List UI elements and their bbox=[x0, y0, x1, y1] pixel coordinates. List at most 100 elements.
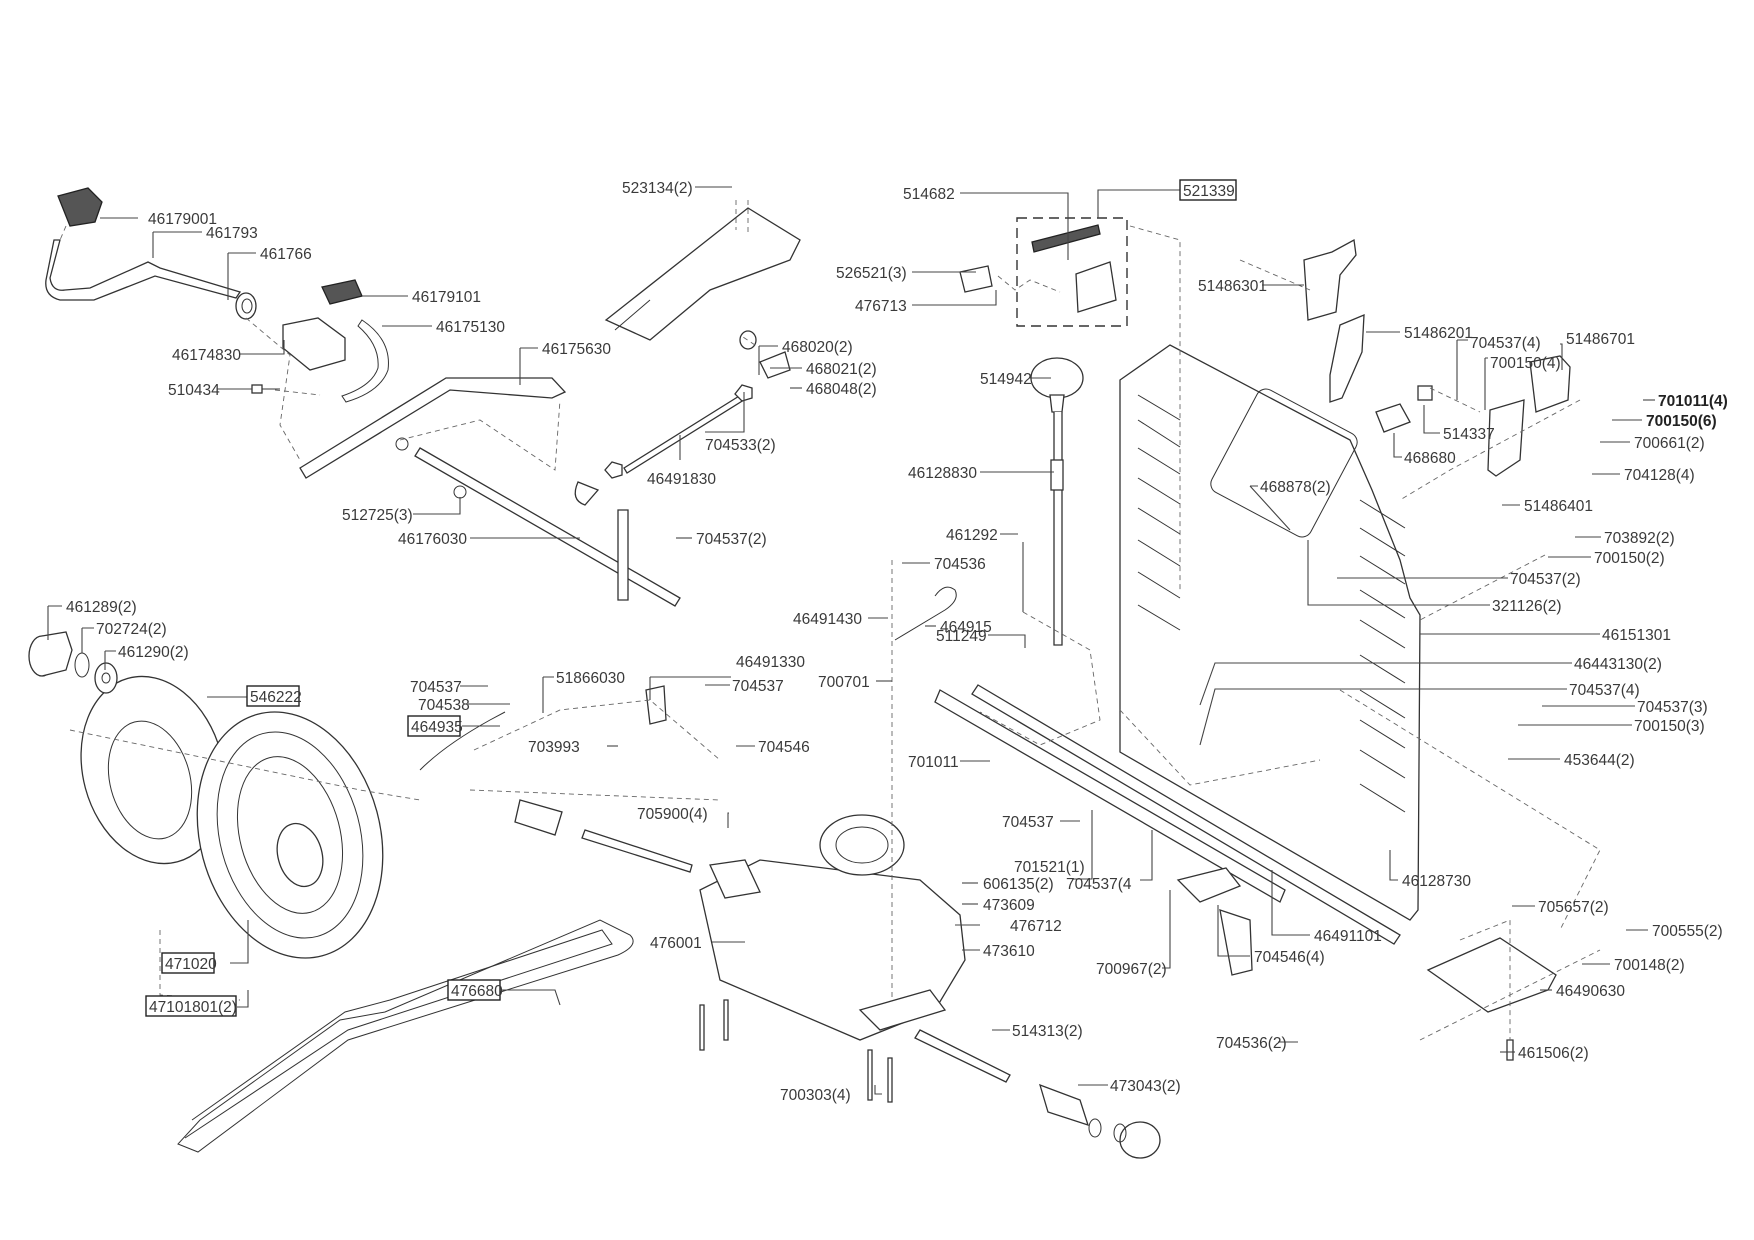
callout-700555: 700555(2) bbox=[1652, 923, 1723, 940]
clip-702724 bbox=[74, 652, 90, 678]
callout-464915: 464915 bbox=[940, 619, 992, 636]
footrest-plate bbox=[604, 207, 801, 341]
wheel-471020 bbox=[196, 711, 384, 959]
callout-468048: 468048(2) bbox=[806, 381, 877, 398]
pedal-pad-46179101 bbox=[321, 279, 363, 305]
callout-704537-b: 704537 bbox=[732, 678, 784, 695]
callout-703892: 703892(2) bbox=[1604, 530, 1675, 547]
callout-46490630: 46490630 bbox=[1556, 983, 1625, 1000]
pedal-arm-46175130 bbox=[341, 319, 389, 403]
callout-46128830: 46128830 bbox=[908, 465, 977, 482]
bolt-510434 bbox=[251, 384, 280, 394]
callout-46175130: 46175130 bbox=[436, 319, 505, 336]
callout-700148: 700148(2) bbox=[1614, 957, 1685, 974]
callout-46176030: 46176030 bbox=[398, 531, 467, 548]
callout-700150-6: 700150(6) bbox=[1646, 413, 1717, 430]
callout-labels: 46179001 461793 461766 46179101 46175130… bbox=[66, 179, 1728, 1104]
callout-471020: 471020 bbox=[161, 952, 217, 974]
callout-704536-2: 704536(2) bbox=[1216, 1035, 1287, 1052]
cable-464935 bbox=[419, 711, 506, 771]
lever-handle-461793 bbox=[45, 239, 242, 301]
svg-text:471020: 471020 bbox=[165, 956, 217, 973]
bearing-461289 bbox=[28, 631, 73, 677]
plate-46490630 bbox=[1426, 937, 1557, 1013]
callout-700150-4: 700150(4) bbox=[1490, 355, 1561, 372]
callout-46174830: 46174830 bbox=[172, 347, 241, 364]
callout-47101801: 47101801(2) bbox=[145, 995, 237, 1017]
callout-468878: 468878(2) bbox=[1260, 479, 1331, 496]
callout-leaders bbox=[47, 186, 1655, 1095]
crossmember-46128730 bbox=[934, 684, 1401, 976]
callout-701011-4: 701011(4) bbox=[1658, 393, 1728, 410]
callout-701011: 701011 bbox=[908, 754, 959, 771]
assembly-lines bbox=[59, 200, 1601, 1041]
callout-523134: 523134(2) bbox=[622, 180, 693, 197]
bracket-51486201 bbox=[1329, 314, 1365, 403]
callout-468021: 468021(2) bbox=[806, 361, 877, 378]
knob-46179001 bbox=[57, 187, 103, 227]
callout-461793: 461793 bbox=[206, 225, 258, 242]
callout-700661: 700661(2) bbox=[1634, 435, 1705, 452]
belt-476680 bbox=[177, 919, 634, 1153]
callout-514942: 514942 bbox=[980, 371, 1032, 388]
callout-510434: 510434 bbox=[168, 382, 220, 399]
callout-46443130: 46443130(2) bbox=[1574, 656, 1662, 673]
callout-461289: 461289(2) bbox=[66, 599, 137, 616]
callout-46179101: 46179101 bbox=[412, 289, 481, 306]
shaft-46176030 bbox=[395, 437, 681, 607]
callout-51486201: 51486201 bbox=[1404, 325, 1473, 342]
callout-468020: 468020(2) bbox=[782, 339, 853, 356]
callout-521339: 521339 bbox=[1179, 179, 1237, 201]
callout-704538: 704538 bbox=[418, 697, 470, 714]
callout-51486401: 51486401 bbox=[1524, 498, 1593, 515]
bracket-51486401 bbox=[1487, 399, 1525, 477]
callout-461290: 461290(2) bbox=[118, 644, 189, 661]
assembly-box-521339 bbox=[959, 217, 1128, 327]
callout-473609: 473609 bbox=[983, 897, 1035, 914]
callout-704546-4: 704546(4) bbox=[1254, 949, 1325, 966]
bolts-700303 bbox=[699, 999, 893, 1103]
callout-46175630: 46175630 bbox=[542, 341, 611, 358]
callout-46151301: 46151301 bbox=[1602, 627, 1671, 644]
callout-546222: 546222 bbox=[246, 685, 302, 707]
callout-468680: 468680 bbox=[1404, 450, 1456, 467]
callout-46491330: 46491330 bbox=[736, 654, 805, 671]
svg-text:464935: 464935 bbox=[411, 719, 463, 736]
callout-704537-4a: 704537(4) bbox=[1470, 335, 1541, 352]
callout-704536: 704536 bbox=[934, 556, 986, 573]
callout-514337: 514337 bbox=[1443, 426, 1495, 443]
callout-700150-3: 700150(3) bbox=[1634, 718, 1705, 735]
callout-702724: 702724(2) bbox=[96, 621, 167, 638]
washer-461290 bbox=[94, 662, 118, 694]
callout-461292: 461292 bbox=[946, 527, 998, 544]
callout-46491430: 46491430 bbox=[793, 611, 862, 628]
callout-476713: 476713 bbox=[855, 298, 907, 315]
callout-476001: 476001 bbox=[650, 935, 702, 952]
bracket-51486301 bbox=[1303, 238, 1357, 321]
callout-514313: 514313(2) bbox=[1012, 1023, 1083, 1040]
link-464915 bbox=[894, 586, 957, 641]
svg-text:476680: 476680 bbox=[451, 983, 503, 1000]
rear-panel-46151301 bbox=[1119, 344, 1421, 921]
callout-705900: 705900(4) bbox=[637, 806, 708, 823]
callout-704537-4c: 704537(4 bbox=[1066, 876, 1132, 893]
callout-511249: 511249 bbox=[936, 628, 987, 645]
bracket-46174830 bbox=[282, 317, 346, 371]
callout-704537-c: 704537 bbox=[1002, 814, 1054, 831]
callout-46128730: 46128730 bbox=[1402, 873, 1471, 890]
axle-hub-left bbox=[514, 799, 563, 836]
bracket-51486701 bbox=[1529, 355, 1571, 413]
callout-46491101: 46491101 bbox=[1314, 928, 1382, 945]
callout-700967: 700967(2) bbox=[1096, 961, 1167, 978]
transaxle-476001 bbox=[581, 814, 1011, 1083]
callout-461506: 461506(2) bbox=[1518, 1045, 1589, 1062]
callout-453644: 453644(2) bbox=[1564, 752, 1635, 769]
callout-473610: 473610 bbox=[983, 943, 1035, 960]
rod-46175630 bbox=[299, 377, 567, 479]
callout-514682: 514682 bbox=[903, 186, 955, 203]
callout-704537-4b: 704537(4) bbox=[1569, 682, 1640, 699]
callout-704537-2a: 704537(2) bbox=[696, 531, 767, 548]
callout-700150-2: 700150(2) bbox=[1594, 550, 1665, 567]
axle-hub-473043 bbox=[1039, 1083, 1161, 1159]
